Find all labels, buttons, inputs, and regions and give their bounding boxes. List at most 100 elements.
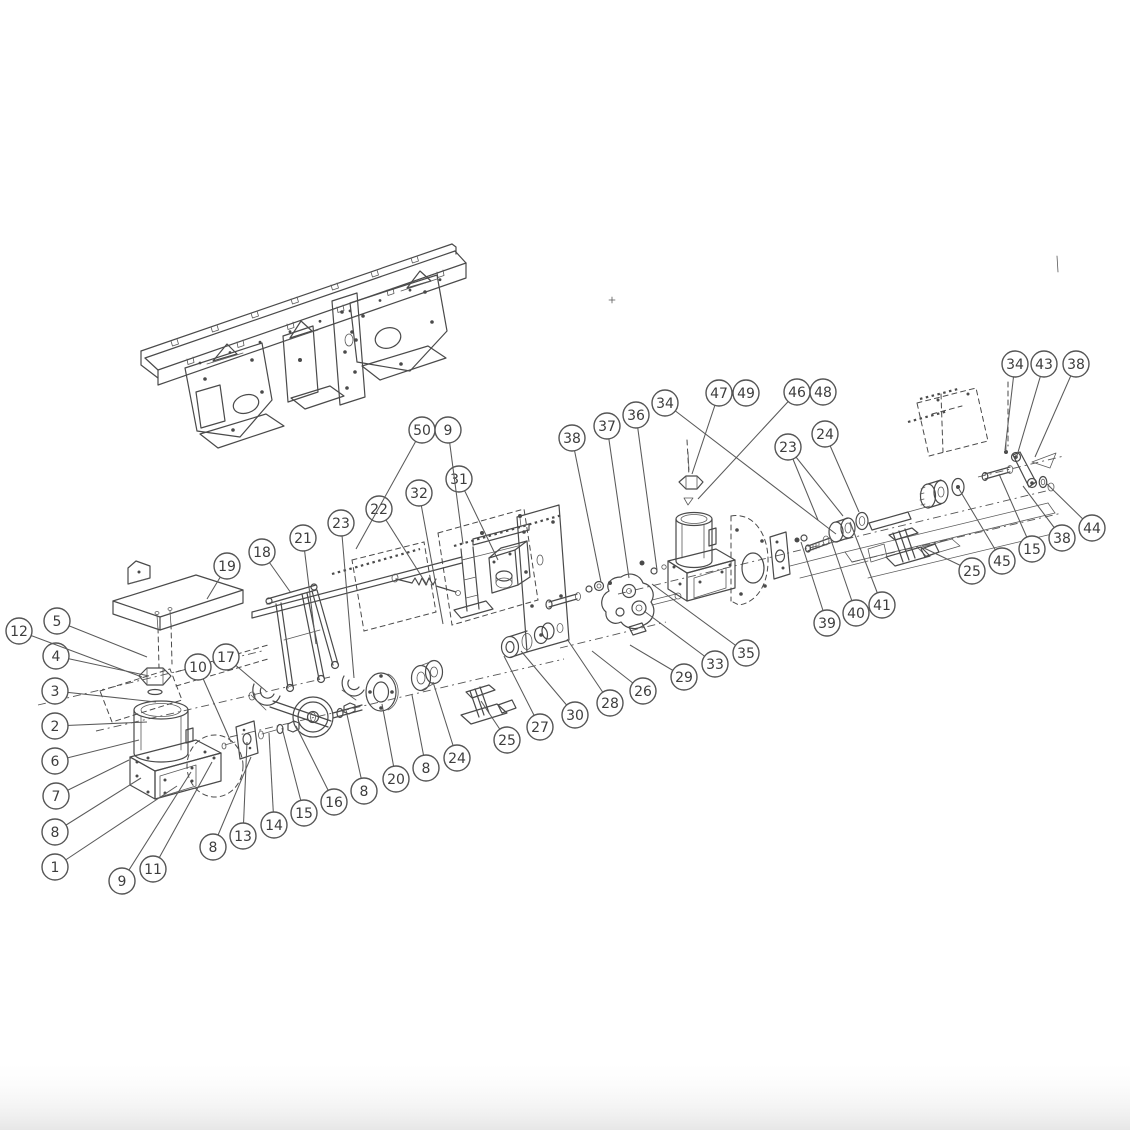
balloon-number-5-56: 5 xyxy=(53,614,62,630)
balloon-number-25-26: 25 xyxy=(963,564,981,580)
left-support-bracket-drawing xyxy=(460,684,517,725)
part-balloon-27-36: 27 xyxy=(503,655,554,741)
balloon-number-36-11: 36 xyxy=(627,408,645,424)
part-balloon-36-11: 36 xyxy=(622,401,658,571)
part-balloon-38-9: 38 xyxy=(558,424,602,583)
leader-line-1-49 xyxy=(54,785,178,868)
part-balloon-10-58: 10 xyxy=(184,653,232,743)
balloon-circle-23-3 xyxy=(327,509,355,537)
part-balloon-34-12: 34 xyxy=(651,389,837,535)
balloon-number-14-44: 14 xyxy=(265,818,283,834)
balloon-circle-8-41 xyxy=(350,777,378,805)
leader-line-35-30 xyxy=(651,583,747,654)
assembly-axis-centerlines xyxy=(37,455,1065,738)
leader-line-9-8 xyxy=(447,429,464,545)
balloon-number-24-38: 24 xyxy=(448,751,466,767)
balloon-number-39-27: 39 xyxy=(818,616,836,632)
part-balloon-43-20: 43 xyxy=(1015,350,1058,460)
balloon-circle-38-23 xyxy=(1048,524,1076,552)
balloon-number-32-5: 32 xyxy=(410,486,428,502)
part-balloon-44-22: 44 xyxy=(1045,482,1106,542)
part-balloon-17-59: 17 xyxy=(212,643,267,692)
part-balloon-31-6: 31 xyxy=(445,465,499,561)
balloon-circle-38-9 xyxy=(558,424,586,452)
part-balloon-8-39: 8 xyxy=(411,694,440,782)
leader-line-30-35 xyxy=(520,650,576,716)
leader-line-45-25 xyxy=(958,488,1003,562)
part-balloon-2-53: 2 xyxy=(41,712,148,740)
balloon-number-34-12: 34 xyxy=(656,396,674,412)
balloon-number-38-23: 38 xyxy=(1053,531,1071,547)
balloon-circle-4-55 xyxy=(42,642,70,670)
balloon-circle-40-28 xyxy=(842,599,870,627)
balloon-circle-44-22 xyxy=(1078,514,1106,542)
part-balloon-48-16: 48 xyxy=(809,378,837,406)
balloon-number-43-20: 43 xyxy=(1035,357,1053,373)
balloon-circle-45-25 xyxy=(988,547,1016,575)
balloon-circle-25-37 xyxy=(493,726,521,754)
part-balloon-8-41: 8 xyxy=(345,709,378,805)
balloon-circle-47-13 xyxy=(705,379,733,407)
leader-line-14-44 xyxy=(268,732,275,826)
balloon-number-16-42: 16 xyxy=(325,795,343,811)
leader-line-11-48 xyxy=(152,761,213,870)
balloon-circle-7-51 xyxy=(42,782,70,810)
leader-line-8-46 xyxy=(212,756,252,848)
leader-line-8-41 xyxy=(345,709,365,792)
balloon-number-26-33: 26 xyxy=(634,684,652,700)
balloon-number-30-35: 30 xyxy=(566,708,584,724)
balloon-circle-10-58 xyxy=(184,653,212,681)
balloon-circle-16-42 xyxy=(320,788,348,816)
balloon-number-25-37: 25 xyxy=(498,733,516,749)
leader-line-3-54 xyxy=(54,690,157,703)
leader-line-40-28 xyxy=(828,533,857,614)
balloon-number-9-8: 9 xyxy=(444,423,453,439)
part-balloon-13-45: 13 xyxy=(229,741,257,850)
part-balloon-4-55: 4 xyxy=(42,642,150,677)
scan-shade-band xyxy=(0,1058,1130,1130)
part-balloon-46-15: 46 xyxy=(697,378,811,500)
balloon-number-24-18: 24 xyxy=(816,427,834,443)
leader-line-38-9 xyxy=(571,437,602,583)
balloon-circle-3-54 xyxy=(41,677,69,705)
balloon-number-47-13: 47 xyxy=(710,386,728,402)
balloon-circle-30-35 xyxy=(561,701,589,729)
leader-line-47-13 xyxy=(691,392,720,475)
part-balloon-18-1: 18 xyxy=(248,538,292,594)
part-balloon-14-44: 14 xyxy=(260,732,288,839)
right-motor-assembly-drawing xyxy=(667,439,808,606)
balloon-number-31-6: 31 xyxy=(450,472,468,488)
balloon-circle-8-50 xyxy=(41,818,69,846)
leader-line-21-2 xyxy=(302,537,317,645)
part-balloon-37-10: 37 xyxy=(593,412,630,579)
far-right-parts-drawing xyxy=(907,381,1057,492)
balloon-circle-36-11 xyxy=(622,401,650,429)
balloon-circle-34-12 xyxy=(651,389,679,417)
balloon-circle-43-20 xyxy=(1030,350,1058,378)
balloon-circle-18-1 xyxy=(248,538,276,566)
balloon-number-6-52: 6 xyxy=(51,754,60,770)
balloon-circle-8-46 xyxy=(199,833,227,861)
leader-line-37-10 xyxy=(606,425,630,579)
balloon-circle-23-17 xyxy=(774,433,802,461)
part-balloon-32-5: 32 xyxy=(405,479,444,625)
leader-line-23-17 xyxy=(787,446,844,517)
balloon-number-2-53: 2 xyxy=(51,719,60,735)
part-balloon-16-42: 16 xyxy=(295,725,348,816)
part-balloon-41-29: 41 xyxy=(849,521,896,619)
balloon-number-11-48: 11 xyxy=(144,862,162,878)
balloon-circle-41-29 xyxy=(868,591,896,619)
part-balloon-50-7: 50 xyxy=(355,416,436,550)
part-balloon-25-37: 25 xyxy=(480,700,521,754)
part-balloon-28-34: 28 xyxy=(566,638,624,717)
part-balloon-24-38: 24 xyxy=(432,681,471,772)
balloon-number-38-9: 38 xyxy=(563,431,581,447)
balloon-circle-26-33 xyxy=(629,677,657,705)
balloon-circle-21-2 xyxy=(289,524,317,552)
leader-line-4-55 xyxy=(55,655,150,677)
balloon-number-8-46: 8 xyxy=(209,840,218,856)
balloon-number-45-25: 45 xyxy=(993,554,1011,570)
balloon-circle-19-0 xyxy=(213,552,241,580)
leader-line-43-20 xyxy=(1015,363,1045,460)
leader-line-33-31 xyxy=(643,610,716,665)
